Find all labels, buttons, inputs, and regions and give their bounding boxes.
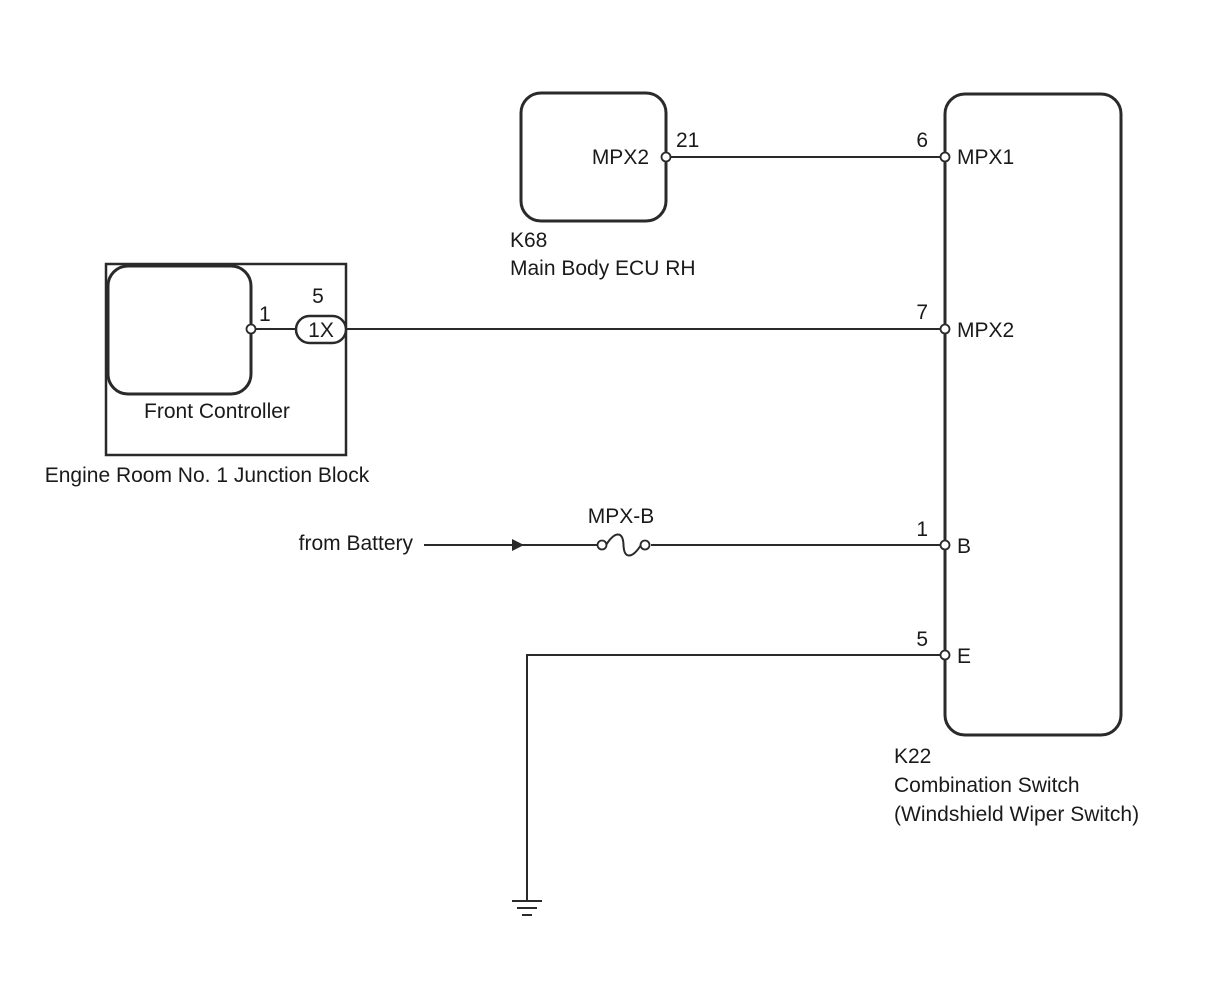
k22-pin-terminal xyxy=(939,539,951,551)
k22-pin-label: MPX1 xyxy=(957,146,1014,169)
wire-ground xyxy=(526,654,940,900)
k22-pin-label: B xyxy=(957,535,971,558)
connector-1x-label: 1X xyxy=(308,319,334,342)
k22-pin-terminal xyxy=(939,649,951,661)
k22-pin-label: MPX2 xyxy=(957,319,1014,342)
k22-pin-mpx1: 6 MPX1 xyxy=(916,129,1014,169)
front-controller-name: Front Controller xyxy=(144,400,290,423)
k68-code: K68 xyxy=(510,229,547,252)
k22-pin-number: 5 xyxy=(916,628,928,651)
k68-pin-label: MPX2 xyxy=(592,146,649,169)
arrow-icon xyxy=(512,539,524,551)
battery-feed: from Battery MPX-B xyxy=(299,505,655,557)
ground-icon xyxy=(512,900,542,916)
fuse-label: MPX-B xyxy=(588,505,655,528)
k22-code: K22 xyxy=(894,745,931,768)
k22-pin-label: E xyxy=(957,645,971,668)
k68-name: Main Body ECU RH xyxy=(510,257,696,280)
k22-switch-box xyxy=(943,92,1123,737)
k22-pin-terminal xyxy=(939,323,951,335)
k22-pin-number: 6 xyxy=(916,129,928,152)
k22-pin-b: 1 B xyxy=(916,518,971,558)
k22-pin-terminal xyxy=(939,151,951,163)
k22-subname: (Windshield Wiper Switch) xyxy=(894,803,1139,826)
front-controller-box xyxy=(106,264,253,396)
k68-pin-terminal xyxy=(660,151,672,163)
junction-block-outline xyxy=(104,262,348,457)
k68-component: MPX2 21 K68 Main Body ECU RH xyxy=(510,91,699,280)
connector-1x-oval xyxy=(294,314,348,345)
k22-pin-e: 5 E xyxy=(916,628,971,668)
junction-block-name: Engine Room No. 1 Junction Block xyxy=(45,464,370,487)
k22-pin-number: 7 xyxy=(916,301,928,324)
wires xyxy=(256,156,940,900)
k22-pin-mpx2: 7 MPX2 xyxy=(916,301,1014,342)
front-controller-pin-number: 1 xyxy=(259,303,271,326)
k22-component: 6 MPX1 7 MPX2 1 B 5 E K22 Combination Sw… xyxy=(894,92,1139,826)
front-controller-pin-terminal xyxy=(245,323,257,335)
k22-name: Combination Switch xyxy=(894,774,1080,797)
k22-pin-number: 1 xyxy=(916,518,928,541)
junction-block: 1 1X 5 Front Controller Engine Room No. … xyxy=(45,262,370,487)
k68-pin-number: 21 xyxy=(676,129,699,152)
connector-1x-pin-number: 5 xyxy=(312,285,324,308)
battery-label: from Battery xyxy=(299,532,414,555)
fuse-icon xyxy=(596,533,651,557)
